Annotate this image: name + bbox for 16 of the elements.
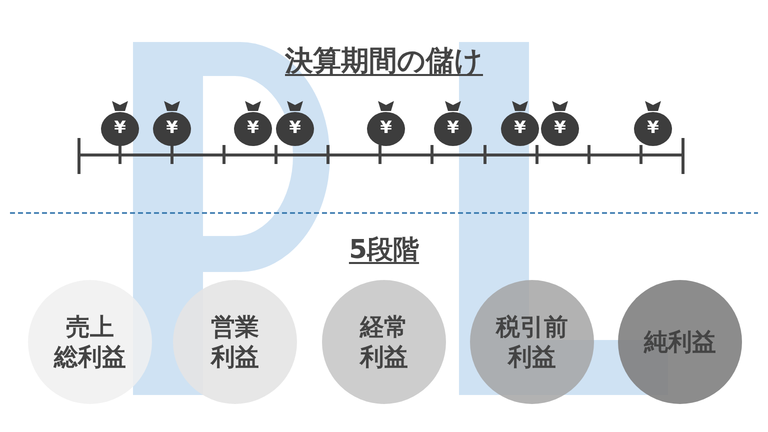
stage-label: 純利益 — [644, 327, 716, 357]
diagram-title: 決算期間の儲け — [285, 43, 483, 79]
stage-label: 営業利益 — [211, 312, 259, 372]
section-heading: 5段階 — [348, 234, 420, 267]
yen-sign: ¥ — [379, 118, 393, 138]
stage-label: 経常利益 — [360, 312, 408, 372]
yen-sign: ¥ — [513, 118, 527, 138]
yen-sign: ¥ — [646, 118, 660, 138]
yen-sign: ¥ — [446, 118, 460, 138]
stage-label: 税引前利益 — [496, 312, 568, 372]
stage-label: 売上総利益 — [54, 312, 126, 372]
yen-sign: ¥ — [165, 118, 179, 138]
yen-sign: ¥ — [288, 118, 302, 138]
yen-sign: ¥ — [553, 118, 567, 138]
yen-sign: ¥ — [246, 118, 260, 138]
yen-sign: ¥ — [113, 118, 127, 138]
